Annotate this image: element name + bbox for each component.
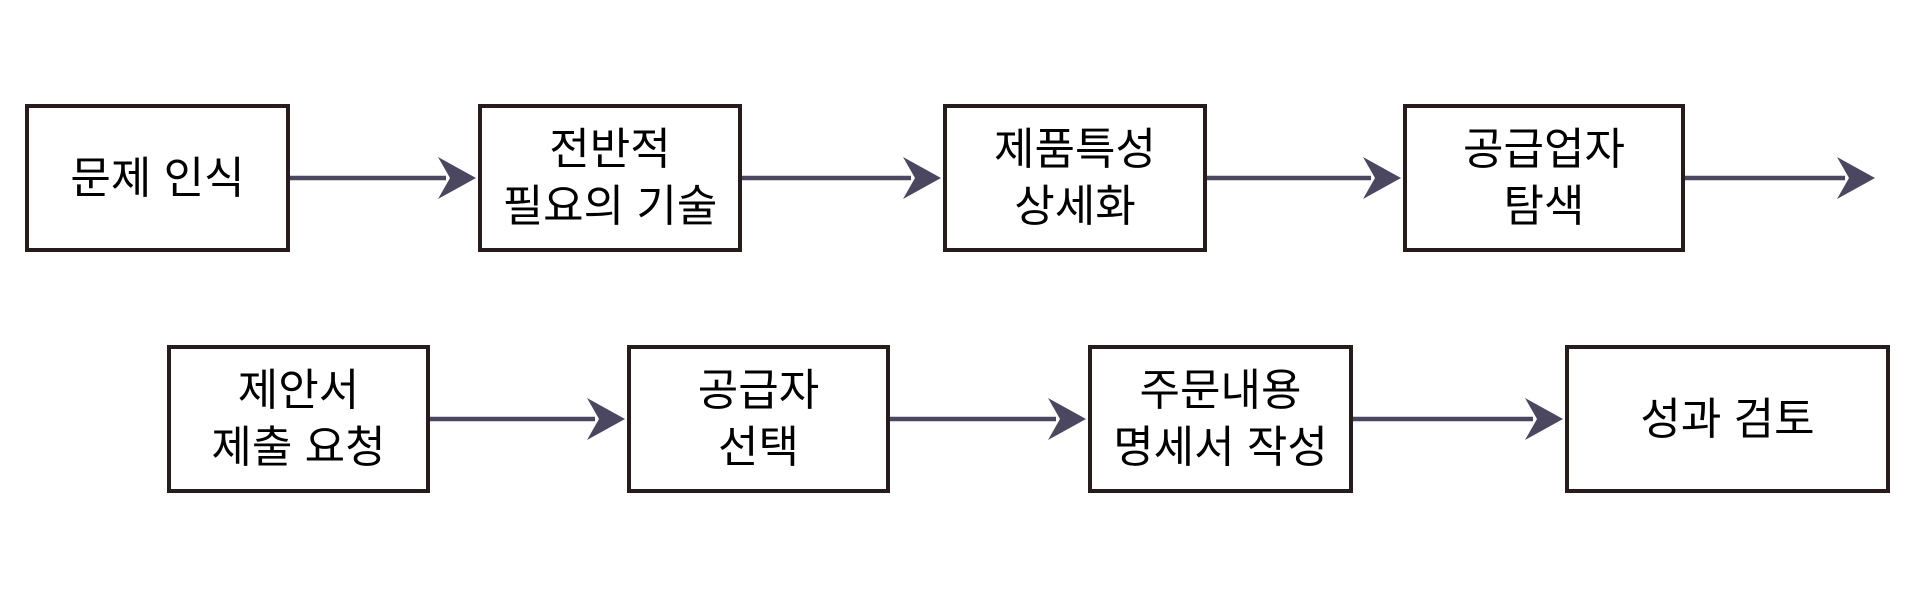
flow-step-supplier-selection: 공급자 선택 [627,345,890,493]
step-label-line: 문제 인식 [70,153,245,203]
flow-arrow-icon [1207,157,1401,199]
flow-step-proposal-submission-request: 제안서 제출 요청 [167,345,430,493]
flow-step-general-need-description: 전반적 필요의 기술 [478,104,742,252]
flow-step-problem-recognition: 문제 인식 [25,104,290,252]
flow-arrow-icon [742,157,941,199]
step-label-line: 주문내용 [1139,366,1302,415]
flow-arrow-icon [1353,398,1563,440]
step-label-line: 탐색 [1503,182,1585,231]
step-label-line: 공급업자 [1463,125,1625,174]
step-label-line: 제출 요청 [211,423,386,472]
step-label-line: 공급자 [697,366,820,415]
flow-arrow-icon [290,157,476,199]
step-label-line: 제안서 [237,366,360,415]
step-label-line: 성과 검토 [1640,394,1815,444]
flow-step-performance-review: 성과 검토 [1565,345,1890,493]
flow-arrow-icon [430,398,625,440]
step-label-line: 상세화 [1014,182,1136,231]
flow-arrow-exit-icon [1685,157,1875,199]
step-label-line: 전반적 [549,125,671,174]
step-label-line: 제품특성 [994,125,1156,174]
step-label-line: 필요의 기술 [502,182,718,231]
flow-arrow-icon [890,398,1086,440]
step-label-line: 선택 [718,423,799,472]
step-label-line: 명세서 작성 [1113,423,1328,472]
flow-step-supplier-search: 공급업자 탐색 [1403,104,1685,252]
flow-step-order-spec-writing: 주문내용 명세서 작성 [1088,345,1353,493]
flow-step-product-spec-detailing: 제품특성 상세화 [943,104,1207,252]
